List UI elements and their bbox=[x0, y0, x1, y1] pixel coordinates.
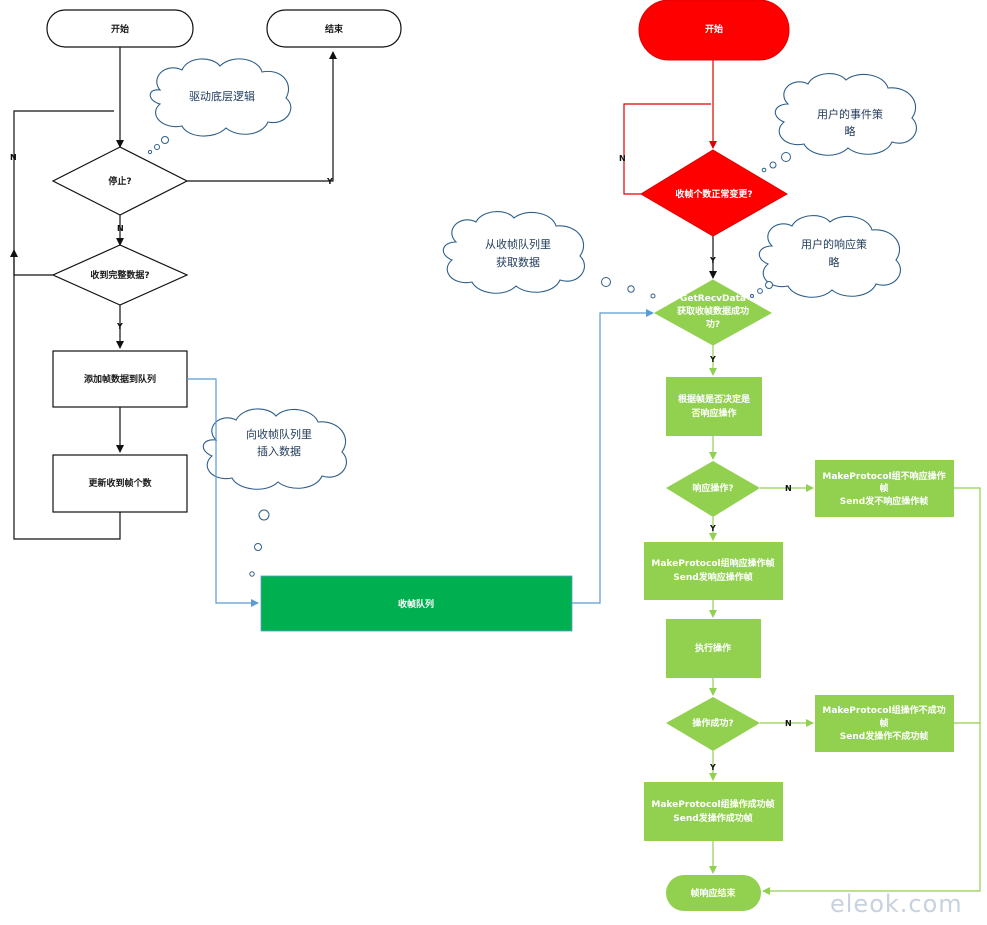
no-response-frame-line-3: Send发不响应操作帧 bbox=[840, 495, 928, 507]
left-end-terminal bbox=[266, 9, 402, 48]
update-count-process bbox=[52, 454, 188, 513]
left-connectors bbox=[10, 47, 337, 540]
success-yes-label: Y bbox=[709, 763, 716, 772]
cloud-insert-line-2: 插入数据 bbox=[257, 444, 301, 458]
received-yes-label: Y bbox=[116, 322, 123, 331]
no-response-frame-line-2: 帧 bbox=[879, 482, 888, 494]
recv-count-decision-label: 收帧个数正常变更? bbox=[675, 188, 752, 200]
success-frame-line-2: Send发操作成功帧 bbox=[673, 812, 752, 824]
cloud-response-line-2: 略 bbox=[829, 255, 840, 269]
execute-label: 执行操作 bbox=[695, 642, 731, 654]
right-flow: 开始 收帧个数正常变更? GetRecvData 获取收帧数据成功 功? 根据帧… bbox=[442, 0, 981, 911]
queue-to-get-data-connector bbox=[572, 309, 654, 604]
update-count-label: 更新收到帧个数 bbox=[88, 477, 152, 489]
cloud-response-strategy: 用户的响应策 略 bbox=[750, 215, 902, 298]
right-end-terminal bbox=[666, 875, 761, 911]
recv-count-decision-diamond bbox=[640, 149, 788, 237]
no-response-frame-process bbox=[815, 460, 954, 517]
recv-count-yes-label: Y bbox=[709, 256, 716, 265]
cloud-event-line-2: 略 bbox=[845, 124, 856, 138]
left-end-label: 结束 bbox=[325, 23, 344, 35]
right-start-terminal bbox=[638, 0, 790, 61]
cloud-insert-line-1: 向收帧队列里 bbox=[246, 427, 312, 441]
recv-count-no-label: N bbox=[619, 154, 626, 163]
cloud-fetch: 从收帧队列里 获取数据 bbox=[442, 211, 656, 299]
execute-process bbox=[666, 619, 761, 678]
left-start-terminal bbox=[46, 9, 194, 48]
response-frame-process bbox=[644, 542, 783, 600]
get-data-decision-diamond bbox=[653, 279, 773, 346]
response-frame-line-2: Send发响应操作帧 bbox=[673, 571, 752, 583]
fail-frame-line-3: Send发操作不成功帧 bbox=[840, 730, 928, 742]
watermark: eleok.com bbox=[830, 890, 963, 918]
success-decision-label: 操作成功? bbox=[692, 717, 733, 729]
response-frame-line-1: MakeProtocol组响应操作帧 bbox=[651, 557, 774, 569]
cloud-fetch-line-2: 获取数据 bbox=[496, 255, 540, 269]
success-frame-line-1: MakeProtocol组操作成功帧 bbox=[651, 798, 774, 810]
get-data-line-1: GetRecvData bbox=[680, 294, 746, 304]
respond-decision-diamond bbox=[666, 461, 760, 517]
fail-frame-line-2: 帧 bbox=[879, 717, 888, 729]
respond-decision-label: 响应操作? bbox=[692, 482, 733, 494]
respond-yes-label: Y bbox=[709, 524, 716, 533]
received-full-label: 收到完整数据? bbox=[90, 269, 149, 281]
fail-frame-line-1: MakeProtocol组操作不成功 bbox=[822, 704, 945, 716]
received-no-label: N bbox=[10, 153, 17, 162]
cloud-fetch-line-1: 从收帧队列里 bbox=[485, 237, 551, 251]
right-end-label: 帧响应结束 bbox=[690, 887, 736, 899]
get-data-line-3: 功? bbox=[706, 318, 720, 330]
stop-decision-diamond bbox=[51, 146, 189, 216]
no-response-frame-line-1: MakeProtocol组不响应操作 bbox=[822, 470, 945, 482]
stop-yes-label: Y bbox=[326, 177, 333, 186]
decide-response-line-1: 根据帧是否决定是 bbox=[678, 393, 751, 405]
add-frame-label: 添加帧数据到队列 bbox=[84, 373, 156, 385]
queue-group: 收帧队列 bbox=[187, 309, 654, 632]
right-start-label: 开始 bbox=[705, 23, 723, 35]
cloud-event-line-1: 用户的事件策 bbox=[817, 107, 883, 121]
receive-frame-queue-label: 收帧队列 bbox=[398, 598, 434, 610]
get-data-line-2: 获取收帧数据成功 bbox=[677, 305, 749, 317]
get-data-yes-label: Y bbox=[709, 355, 716, 364]
success-frame-process bbox=[644, 782, 783, 841]
left-start-label: 开始 bbox=[111, 23, 129, 35]
add-frame-to-queue-connector bbox=[187, 378, 259, 607]
success-decision-diamond bbox=[666, 697, 760, 751]
decide-response-line-2: 否响应操作 bbox=[690, 407, 736, 419]
right-green-connectors bbox=[709, 345, 981, 895]
respond-no-label: N bbox=[785, 484, 792, 493]
cloud-insert: 向收帧队列里 插入数据 bbox=[202, 408, 348, 577]
receive-frame-queue bbox=[260, 575, 573, 632]
stop-decision-label: 停止? bbox=[108, 175, 131, 187]
success-no-label: N bbox=[785, 719, 792, 728]
cloud-event-strategy: 用户的事件策 略 bbox=[761, 73, 918, 173]
cloud-driver-text: 驱动底层逻辑 bbox=[189, 89, 255, 103]
received-full-diamond bbox=[51, 244, 189, 306]
stop-no-label: N bbox=[117, 224, 124, 233]
fail-frame-process bbox=[815, 695, 954, 752]
cloud-driver: 驱动底层逻辑 bbox=[147, 58, 292, 155]
decide-response-process bbox=[666, 377, 762, 436]
cloud-response-line-1: 用户的响应策 bbox=[801, 237, 867, 251]
right-red-connectors bbox=[623, 60, 717, 195]
left-flow: 开始 结束 停止? 收到完整数据? 添加帧数据到队列 更新收到帧个数 Y N N… bbox=[10, 9, 402, 577]
